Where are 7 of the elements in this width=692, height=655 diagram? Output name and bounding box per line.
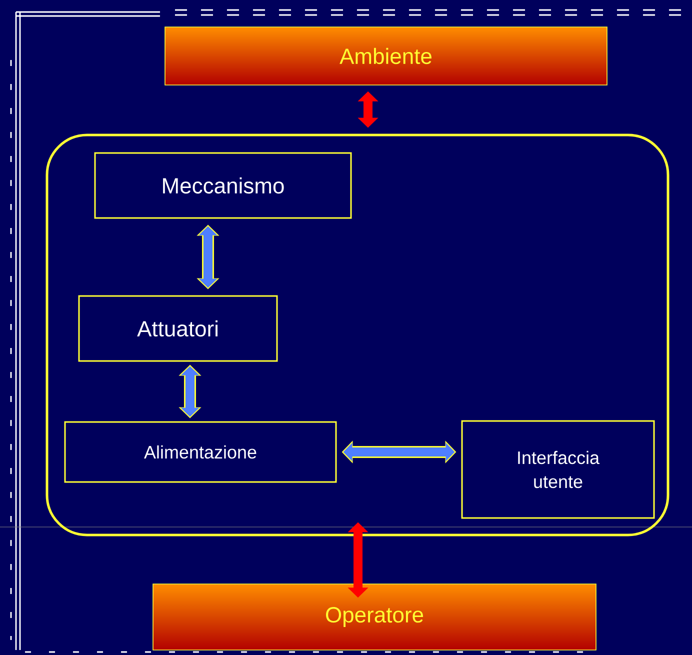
banner-box: Ambiente [164,26,608,86]
process-box: Meccanismo [94,152,352,219]
process-box: Alimentazione [64,421,337,483]
system-frame [46,134,670,536]
banner-box: Operatore [152,584,596,650]
process-box: Interfaccia utente [461,420,655,519]
process-box: Attuatori [78,295,278,362]
